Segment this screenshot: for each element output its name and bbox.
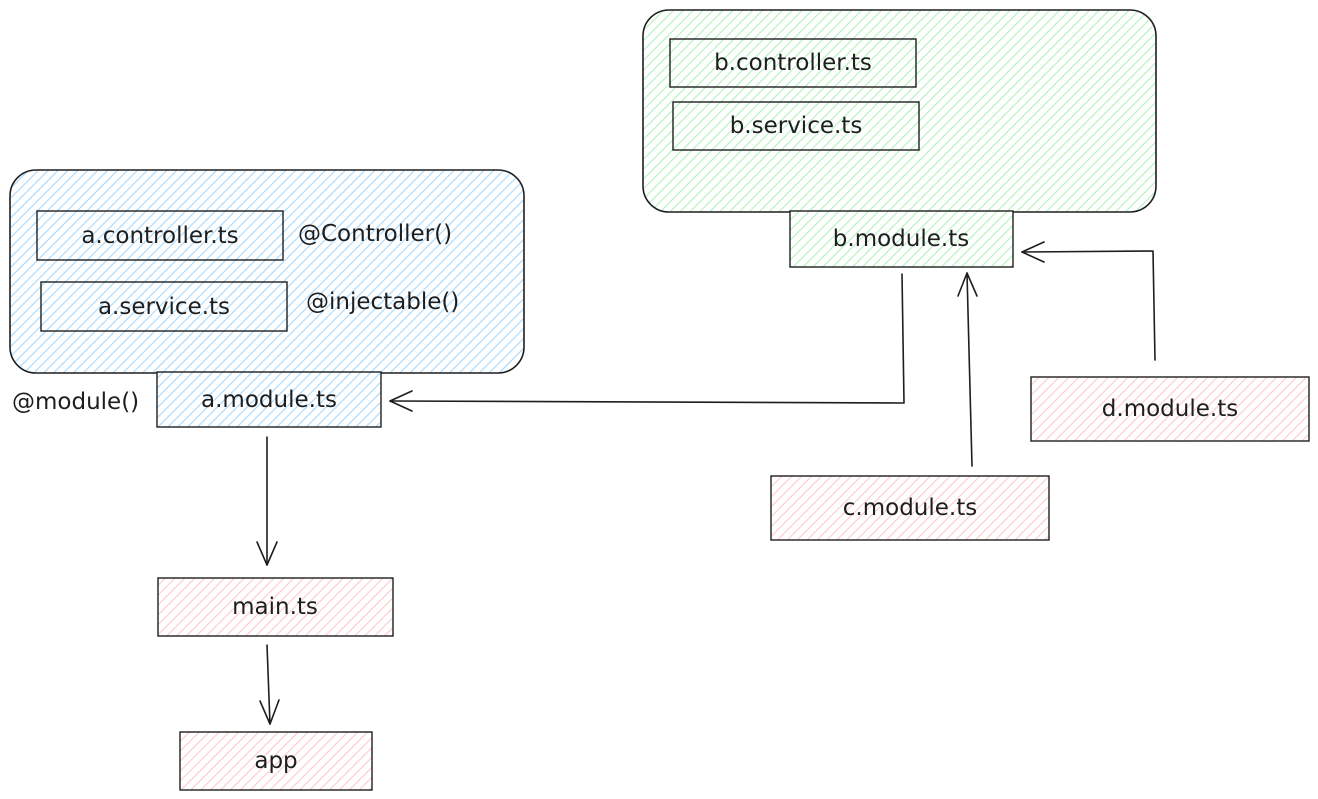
app-label: app bbox=[254, 748, 297, 774]
edge-b-module-to-a-module bbox=[389, 273, 905, 412]
a-service-label: a.service.ts bbox=[98, 294, 230, 320]
edge-a-module-to-main bbox=[256, 436, 278, 566]
injectable-decorator-annotation: @injectable() bbox=[306, 289, 459, 315]
module-a-container bbox=[9, 169, 525, 374]
a-controller-node: a.controller.ts bbox=[36, 210, 284, 261]
b-module-node: b.module.ts bbox=[789, 210, 1014, 268]
edge-d-module-to-b-module bbox=[1021, 241, 1156, 361]
c-module-label: c.module.ts bbox=[843, 495, 977, 521]
module-decorator-annotation: @module() bbox=[12, 389, 139, 415]
b-module-label: b.module.ts bbox=[833, 226, 969, 252]
d-module-node: d.module.ts bbox=[1030, 376, 1310, 442]
b-controller-node: b.controller.ts bbox=[669, 38, 917, 88]
d-module-label: d.module.ts bbox=[1102, 396, 1238, 422]
main-label: main.ts bbox=[232, 594, 318, 620]
a-controller-label: a.controller.ts bbox=[81, 223, 238, 249]
b-service-node: b.service.ts bbox=[672, 101, 920, 151]
edge-main-to-app bbox=[259, 644, 280, 725]
c-module-node: c.module.ts bbox=[770, 475, 1050, 541]
app-node: app bbox=[179, 731, 373, 791]
a-module-node: a.module.ts bbox=[156, 371, 382, 428]
b-service-label: b.service.ts bbox=[730, 113, 863, 139]
a-service-node: a.service.ts bbox=[40, 281, 288, 332]
a-module-label: a.module.ts bbox=[201, 387, 337, 413]
b-controller-label: b.controller.ts bbox=[714, 50, 872, 76]
main-node: main.ts bbox=[157, 577, 394, 637]
controller-decorator-annotation: @Controller() bbox=[298, 221, 452, 247]
edge-c-module-to-b-module bbox=[957, 272, 978, 467]
